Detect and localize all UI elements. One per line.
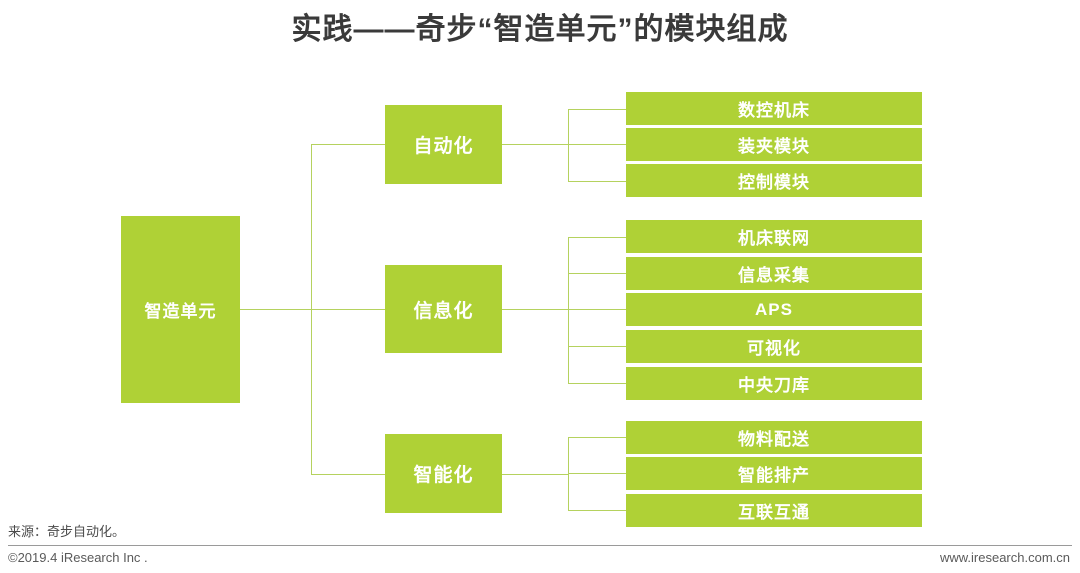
connector-branch-1-leaf-1: [568, 273, 626, 274]
tree-leaf-aps[interactable]: APS: [626, 293, 922, 326]
tree-node-root[interactable]: 智造单元: [121, 216, 240, 403]
connector-branch-0-leaf-0: [568, 109, 626, 110]
connector-branch-1-leaf-3: [568, 346, 626, 347]
tree-leaf-control-module[interactable]: 控制模块: [626, 164, 922, 197]
tree-branch-informatization[interactable]: 信息化: [385, 265, 502, 353]
tree-leaf-central-tool-magazine[interactable]: 中央刀库: [626, 367, 922, 400]
tree-leaf-machine-network[interactable]: 机床联网: [626, 220, 922, 253]
tree-leaf-data-collection[interactable]: 信息采集: [626, 257, 922, 290]
tree-leaf-smart-scheduling[interactable]: 智能排产: [626, 457, 922, 490]
connector-branch-0-leaf-2: [568, 181, 626, 182]
connector-branch-1-trunk: [568, 237, 569, 383]
source-note: 来源：奇步自动化。: [8, 524, 126, 539]
connector-branch-1-leaf-0: [568, 237, 626, 238]
tree-branch-automation[interactable]: 自动化: [385, 105, 502, 184]
connector-branch-0-stub: [502, 144, 568, 145]
footer-divider: [8, 545, 1072, 546]
tree-leaf-fixture-module[interactable]: 装夹模块: [626, 128, 922, 161]
tree-leaf-material-delivery[interactable]: 物料配送: [626, 421, 922, 454]
connector-branch-2-stub: [502, 474, 568, 475]
connector-branch-0-leaf-1: [568, 144, 626, 145]
website-link[interactable]: www.iresearch.com.cn: [939, 550, 1070, 565]
tree-branch-intelligence[interactable]: 智能化: [385, 434, 502, 513]
connector-branch-1-stub: [502, 309, 568, 310]
connector-branch-1-leaf-2: [568, 309, 626, 310]
connector-branch-2-leaf-0: [568, 437, 626, 438]
tree-leaf-cnc-machine[interactable]: 数控机床: [626, 92, 922, 125]
connector-branch-2-leaf-2: [568, 510, 626, 511]
page-title: 实践——奇步“智造单元”的模块组成: [291, 13, 789, 46]
connector-trunk-to-branch-0: [311, 144, 386, 145]
tree-leaf-interconnection[interactable]: 互联互通: [626, 494, 922, 527]
copyright-text: ©2019.4 iResearch Inc .: [8, 550, 148, 565]
connector-branch-0-trunk: [568, 109, 569, 181]
connector-branch-1-leaf-4: [568, 383, 626, 384]
connector-trunk-to-branch-2: [311, 474, 386, 475]
connector-root-stub: [240, 309, 311, 310]
connector-trunk-to-branch-1: [311, 309, 386, 310]
tree-leaf-visualization[interactable]: 可视化: [626, 330, 922, 363]
connector-branch-2-leaf-1: [568, 473, 626, 474]
